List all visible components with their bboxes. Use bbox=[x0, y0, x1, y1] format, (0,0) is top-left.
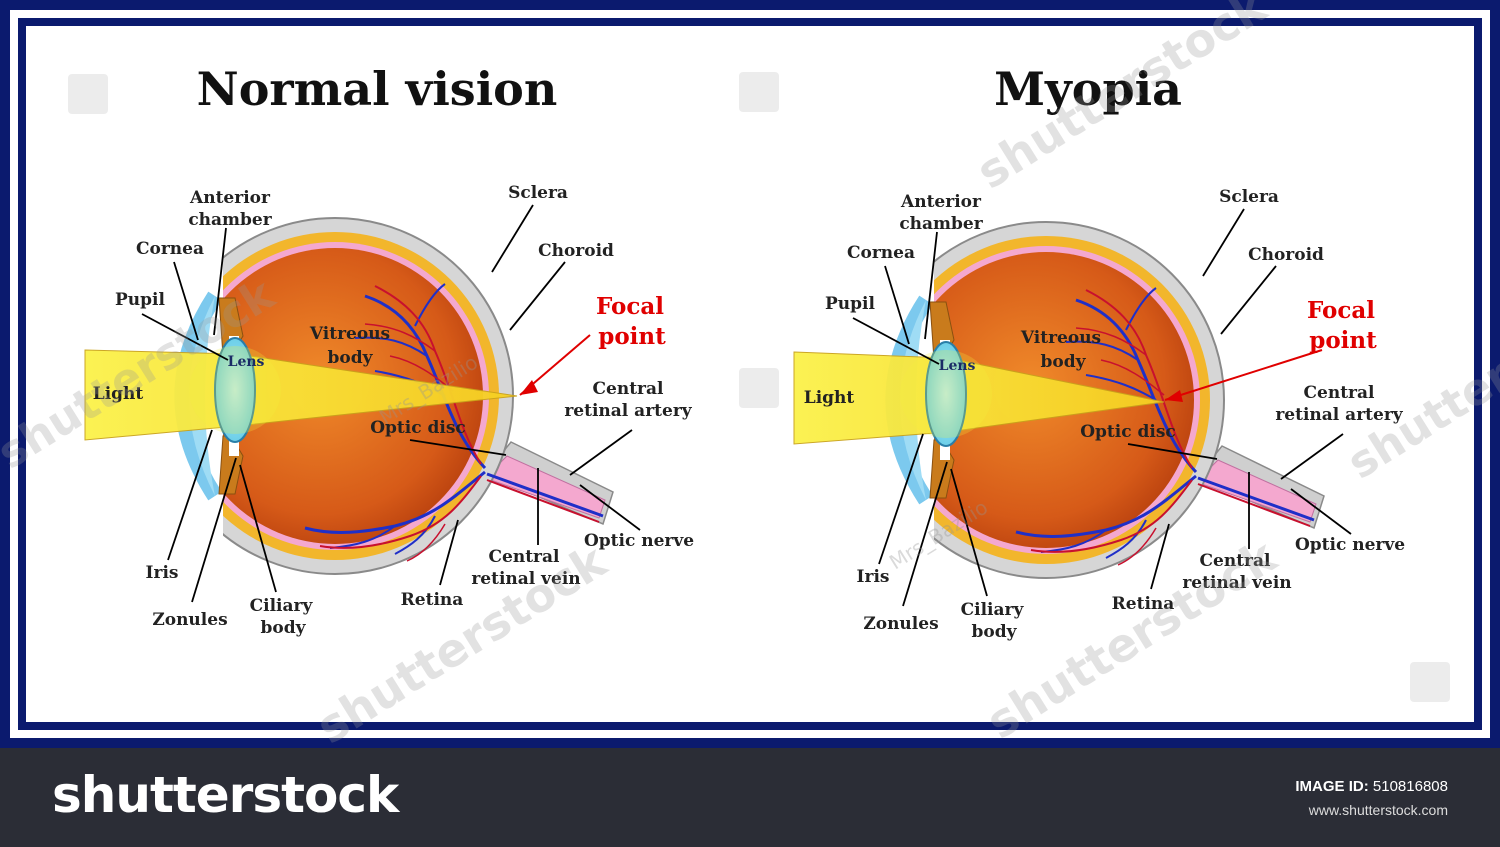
label-optic-disc: Optic disc bbox=[370, 418, 466, 438]
watermark-logo-icon bbox=[739, 72, 779, 112]
label-vitreous-body: Vitreous bbox=[1020, 328, 1101, 348]
label-ciliary-body: Ciliary bbox=[961, 600, 1025, 620]
label-focal-point-2: point bbox=[1309, 327, 1377, 354]
label-light: Light bbox=[804, 388, 855, 408]
label-zonules: Zonules bbox=[152, 610, 227, 630]
light-beam bbox=[84, 349, 518, 441]
label-cornea: Cornea bbox=[847, 243, 915, 263]
label-retina: Retina bbox=[1112, 594, 1175, 614]
image-id-label: IMAGE ID: bbox=[1295, 778, 1369, 795]
label-zonules: Zonules bbox=[863, 614, 938, 634]
panel-normal-vision: Normal vision Anterior chamber Cornea bbox=[84, 62, 694, 638]
label-vitreous-body-2: body bbox=[1041, 352, 1087, 372]
label-optic-nerve: Optic nerve bbox=[584, 531, 694, 551]
label-focal-point: Focal bbox=[1307, 297, 1375, 324]
label-retina: Retina bbox=[401, 590, 464, 610]
label-central-retinal-vein: Central bbox=[1200, 551, 1272, 571]
watermark-logo-icon bbox=[1410, 662, 1450, 702]
label-anterior-chamber-2: chamber bbox=[188, 210, 272, 230]
label-sclera: Sclera bbox=[1219, 187, 1279, 207]
panel-title: Myopia bbox=[994, 62, 1182, 116]
label-anterior-chamber: Anterior bbox=[900, 192, 982, 212]
label-central-retinal-artery-2: retinal artery bbox=[1275, 405, 1403, 425]
label-ciliary-body-2: body bbox=[972, 622, 1018, 642]
panel-myopia: Myopia Anterior chamber Cornea Pupil Len bbox=[793, 62, 1405, 642]
label-optic-disc: Optic disc bbox=[1080, 422, 1176, 442]
lens-shape bbox=[214, 337, 256, 443]
label-iris: Iris bbox=[857, 567, 890, 587]
watermark-logo-icon bbox=[739, 368, 779, 408]
label-vitreous-body: Vitreous bbox=[309, 324, 390, 344]
eye-normal bbox=[84, 196, 613, 596]
label-central-retinal-artery: Central bbox=[1304, 383, 1376, 403]
label-pupil: Pupil bbox=[825, 294, 875, 314]
label-central-retinal-artery-2: retinal artery bbox=[564, 401, 692, 421]
label-pupil: Pupil bbox=[115, 290, 165, 310]
site-url[interactable]: www.shutterstock.com bbox=[1308, 802, 1448, 818]
eye-myopia bbox=[793, 200, 1324, 600]
label-vitreous-body-2: body bbox=[328, 348, 374, 368]
label-central-retinal-artery: Central bbox=[593, 379, 665, 399]
panel-title: Normal vision bbox=[197, 62, 558, 116]
label-iris: Iris bbox=[146, 563, 179, 583]
label-focal-point-2: point bbox=[598, 323, 666, 350]
label-sclera: Sclera bbox=[508, 183, 568, 203]
watermark-logo-icon bbox=[68, 74, 108, 114]
label-anterior-chamber-2: chamber bbox=[899, 214, 983, 234]
image-id-value: 510816808 bbox=[1372, 778, 1448, 795]
label-anterior-chamber: Anterior bbox=[189, 188, 271, 208]
label-central-retinal-vein-2: retinal vein bbox=[1182, 573, 1291, 593]
label-choroid: Choroid bbox=[538, 241, 614, 261]
label-light: Light bbox=[93, 384, 144, 404]
label-lens: Lens bbox=[939, 358, 976, 374]
label-lens: Lens bbox=[228, 354, 265, 370]
footer-brand-logo[interactable]: shutterstock bbox=[52, 766, 399, 824]
label-optic-nerve: Optic nerve bbox=[1295, 535, 1405, 555]
label-cornea: Cornea bbox=[136, 239, 204, 259]
footer-bar: shutterstock IMAGE ID: 510816808 www.shu… bbox=[0, 748, 1500, 847]
lens-shape bbox=[925, 341, 967, 447]
label-focal-point: Focal bbox=[596, 293, 664, 320]
image-id: IMAGE ID: 510816808 bbox=[1295, 778, 1448, 795]
light-beam bbox=[793, 351, 1165, 445]
label-choroid: Choroid bbox=[1248, 245, 1324, 265]
label-ciliary-body-2: body bbox=[261, 618, 307, 638]
label-central-retinal-vein-2: retinal vein bbox=[471, 569, 580, 589]
label-ciliary-body: Ciliary bbox=[250, 596, 314, 616]
label-central-retinal-vein: Central bbox=[489, 547, 561, 567]
